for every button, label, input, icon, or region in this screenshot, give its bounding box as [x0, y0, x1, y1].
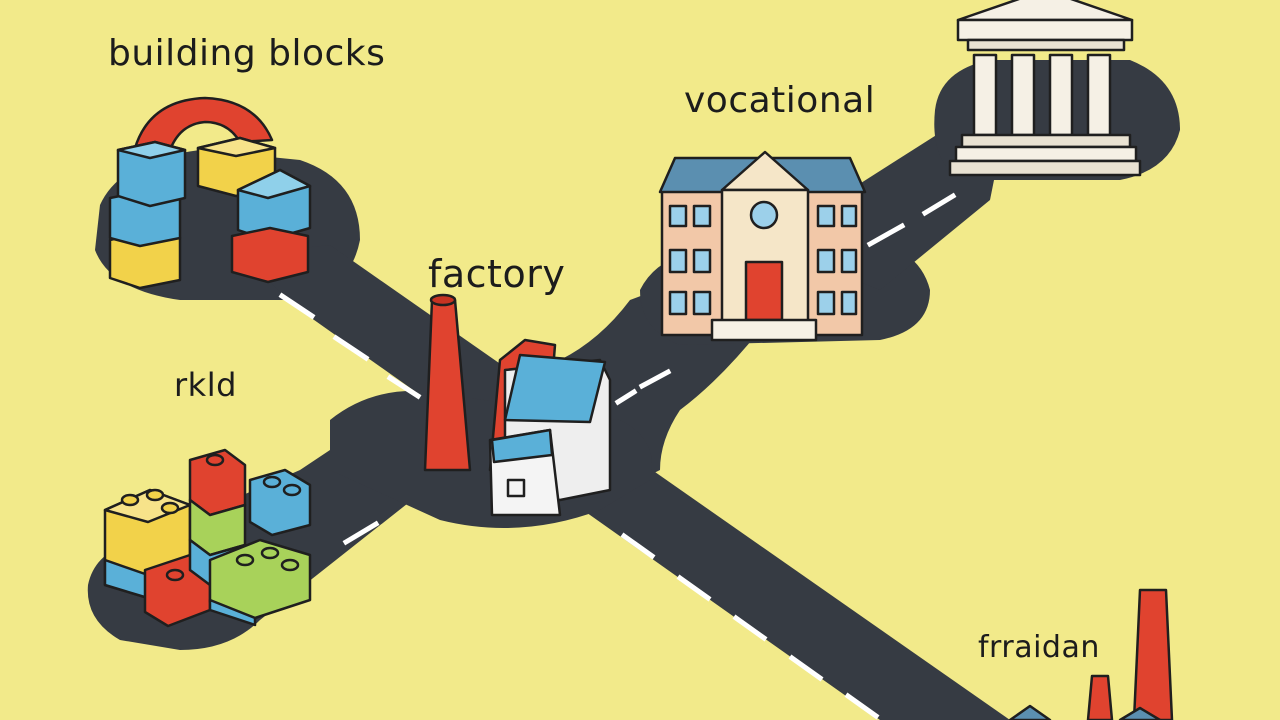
- label-factory: factory: [428, 252, 566, 296]
- factory-icon: [423, 293, 612, 517]
- classical-temple-icon: [948, 0, 1142, 177]
- road-dashes: [278, 192, 957, 720]
- smokestack-icon: [1008, 588, 1174, 720]
- label-frraidan: frraidan: [978, 630, 1100, 665]
- school-building-icon: [658, 150, 867, 342]
- label-building-blocks: building blocks: [108, 33, 386, 74]
- toy-bricks-icon: [103, 448, 312, 628]
- label-vocational: vocational: [684, 80, 876, 121]
- label-rkld: rkld: [174, 366, 237, 404]
- building-blocks-icon: [108, 96, 312, 290]
